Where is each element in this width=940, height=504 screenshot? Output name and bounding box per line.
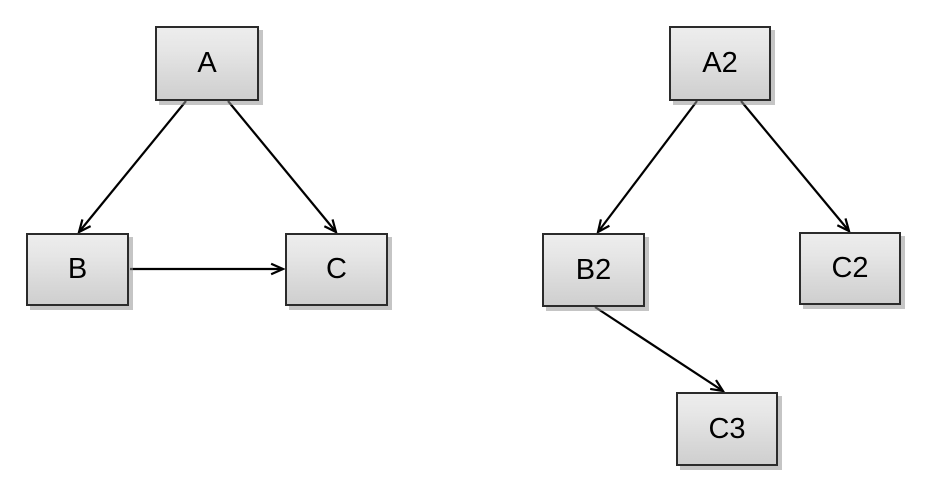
- arrowhead-icon: [77, 219, 92, 235]
- edge-a-to-c: [227, 100, 338, 235]
- node-label: B: [67, 253, 88, 285]
- edge-b-to-c: [130, 262, 286, 276]
- node-a[interactable]: A: [155, 26, 259, 101]
- arrowhead-icon: [323, 219, 338, 235]
- arrowhead-icon: [596, 219, 610, 235]
- edge-a2-to-c2: [740, 100, 851, 234]
- node-label: C2: [831, 252, 869, 284]
- edge-b2-to-c3: [594, 306, 726, 393]
- node-label: A2: [702, 47, 738, 79]
- arrowhead-icon: [270, 262, 286, 276]
- arrowhead-icon: [709, 379, 726, 393]
- edge-a2-to-b2: [596, 100, 698, 235]
- arrowhead-icon: [836, 218, 851, 234]
- edge-line: [78, 100, 187, 233]
- node-c3[interactable]: C3: [676, 392, 778, 466]
- node-label: A: [197, 47, 217, 79]
- node-b[interactable]: B: [26, 233, 129, 306]
- node-b2[interactable]: B2: [542, 233, 645, 307]
- node-label: B2: [575, 253, 612, 286]
- node-label: C3: [708, 412, 746, 445]
- node-c2[interactable]: C2: [799, 232, 901, 305]
- edge-line: [594, 306, 724, 392]
- node-a2[interactable]: A2: [669, 26, 771, 101]
- edge-line: [740, 100, 850, 232]
- edge-line: [597, 100, 698, 233]
- edge-a-to-b: [77, 100, 187, 235]
- node-label: C: [326, 253, 347, 285]
- edge-line: [227, 100, 337, 233]
- node-c[interactable]: C: [285, 233, 388, 306]
